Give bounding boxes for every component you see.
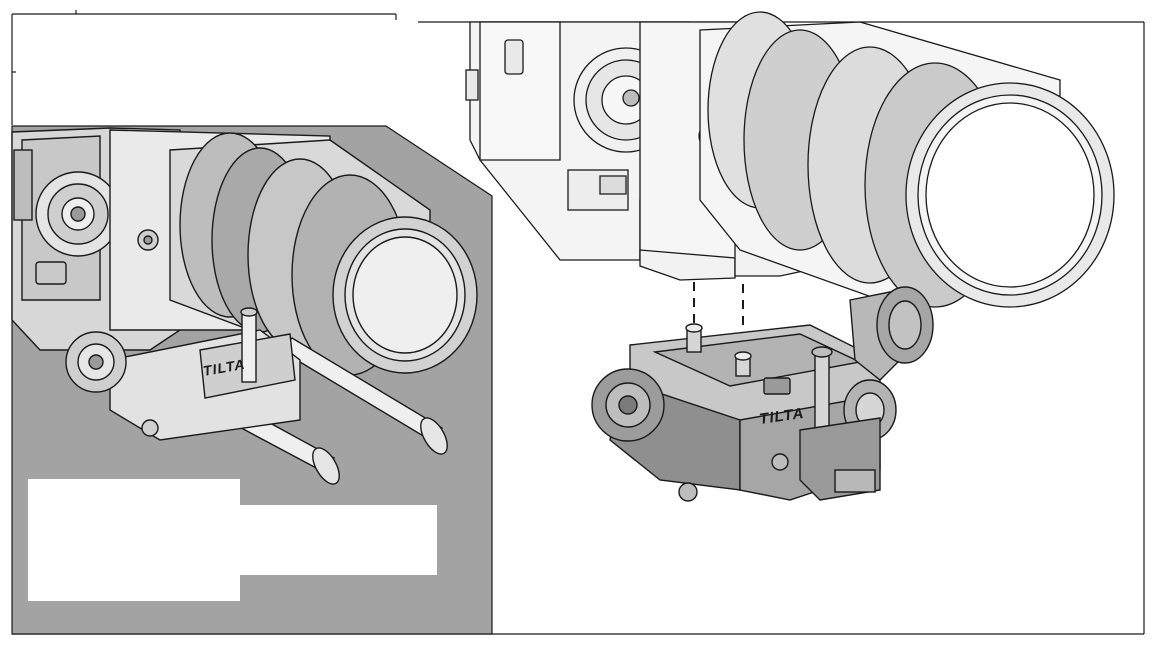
main-brand-label: TILTA bbox=[758, 405, 805, 428]
inset-baseplate bbox=[65, 307, 448, 485]
main-lens bbox=[699, 11, 1115, 308]
alignment-guides bbox=[693, 282, 744, 354]
inset-brand-label: TILTA bbox=[202, 356, 247, 379]
main-baseplate bbox=[591, 286, 934, 502]
inset-label-box-left bbox=[28, 479, 240, 601]
inset-lens bbox=[169, 132, 478, 376]
inset-panel: TILTA bbox=[11, 125, 493, 635]
inset-label-box-right bbox=[240, 505, 437, 575]
